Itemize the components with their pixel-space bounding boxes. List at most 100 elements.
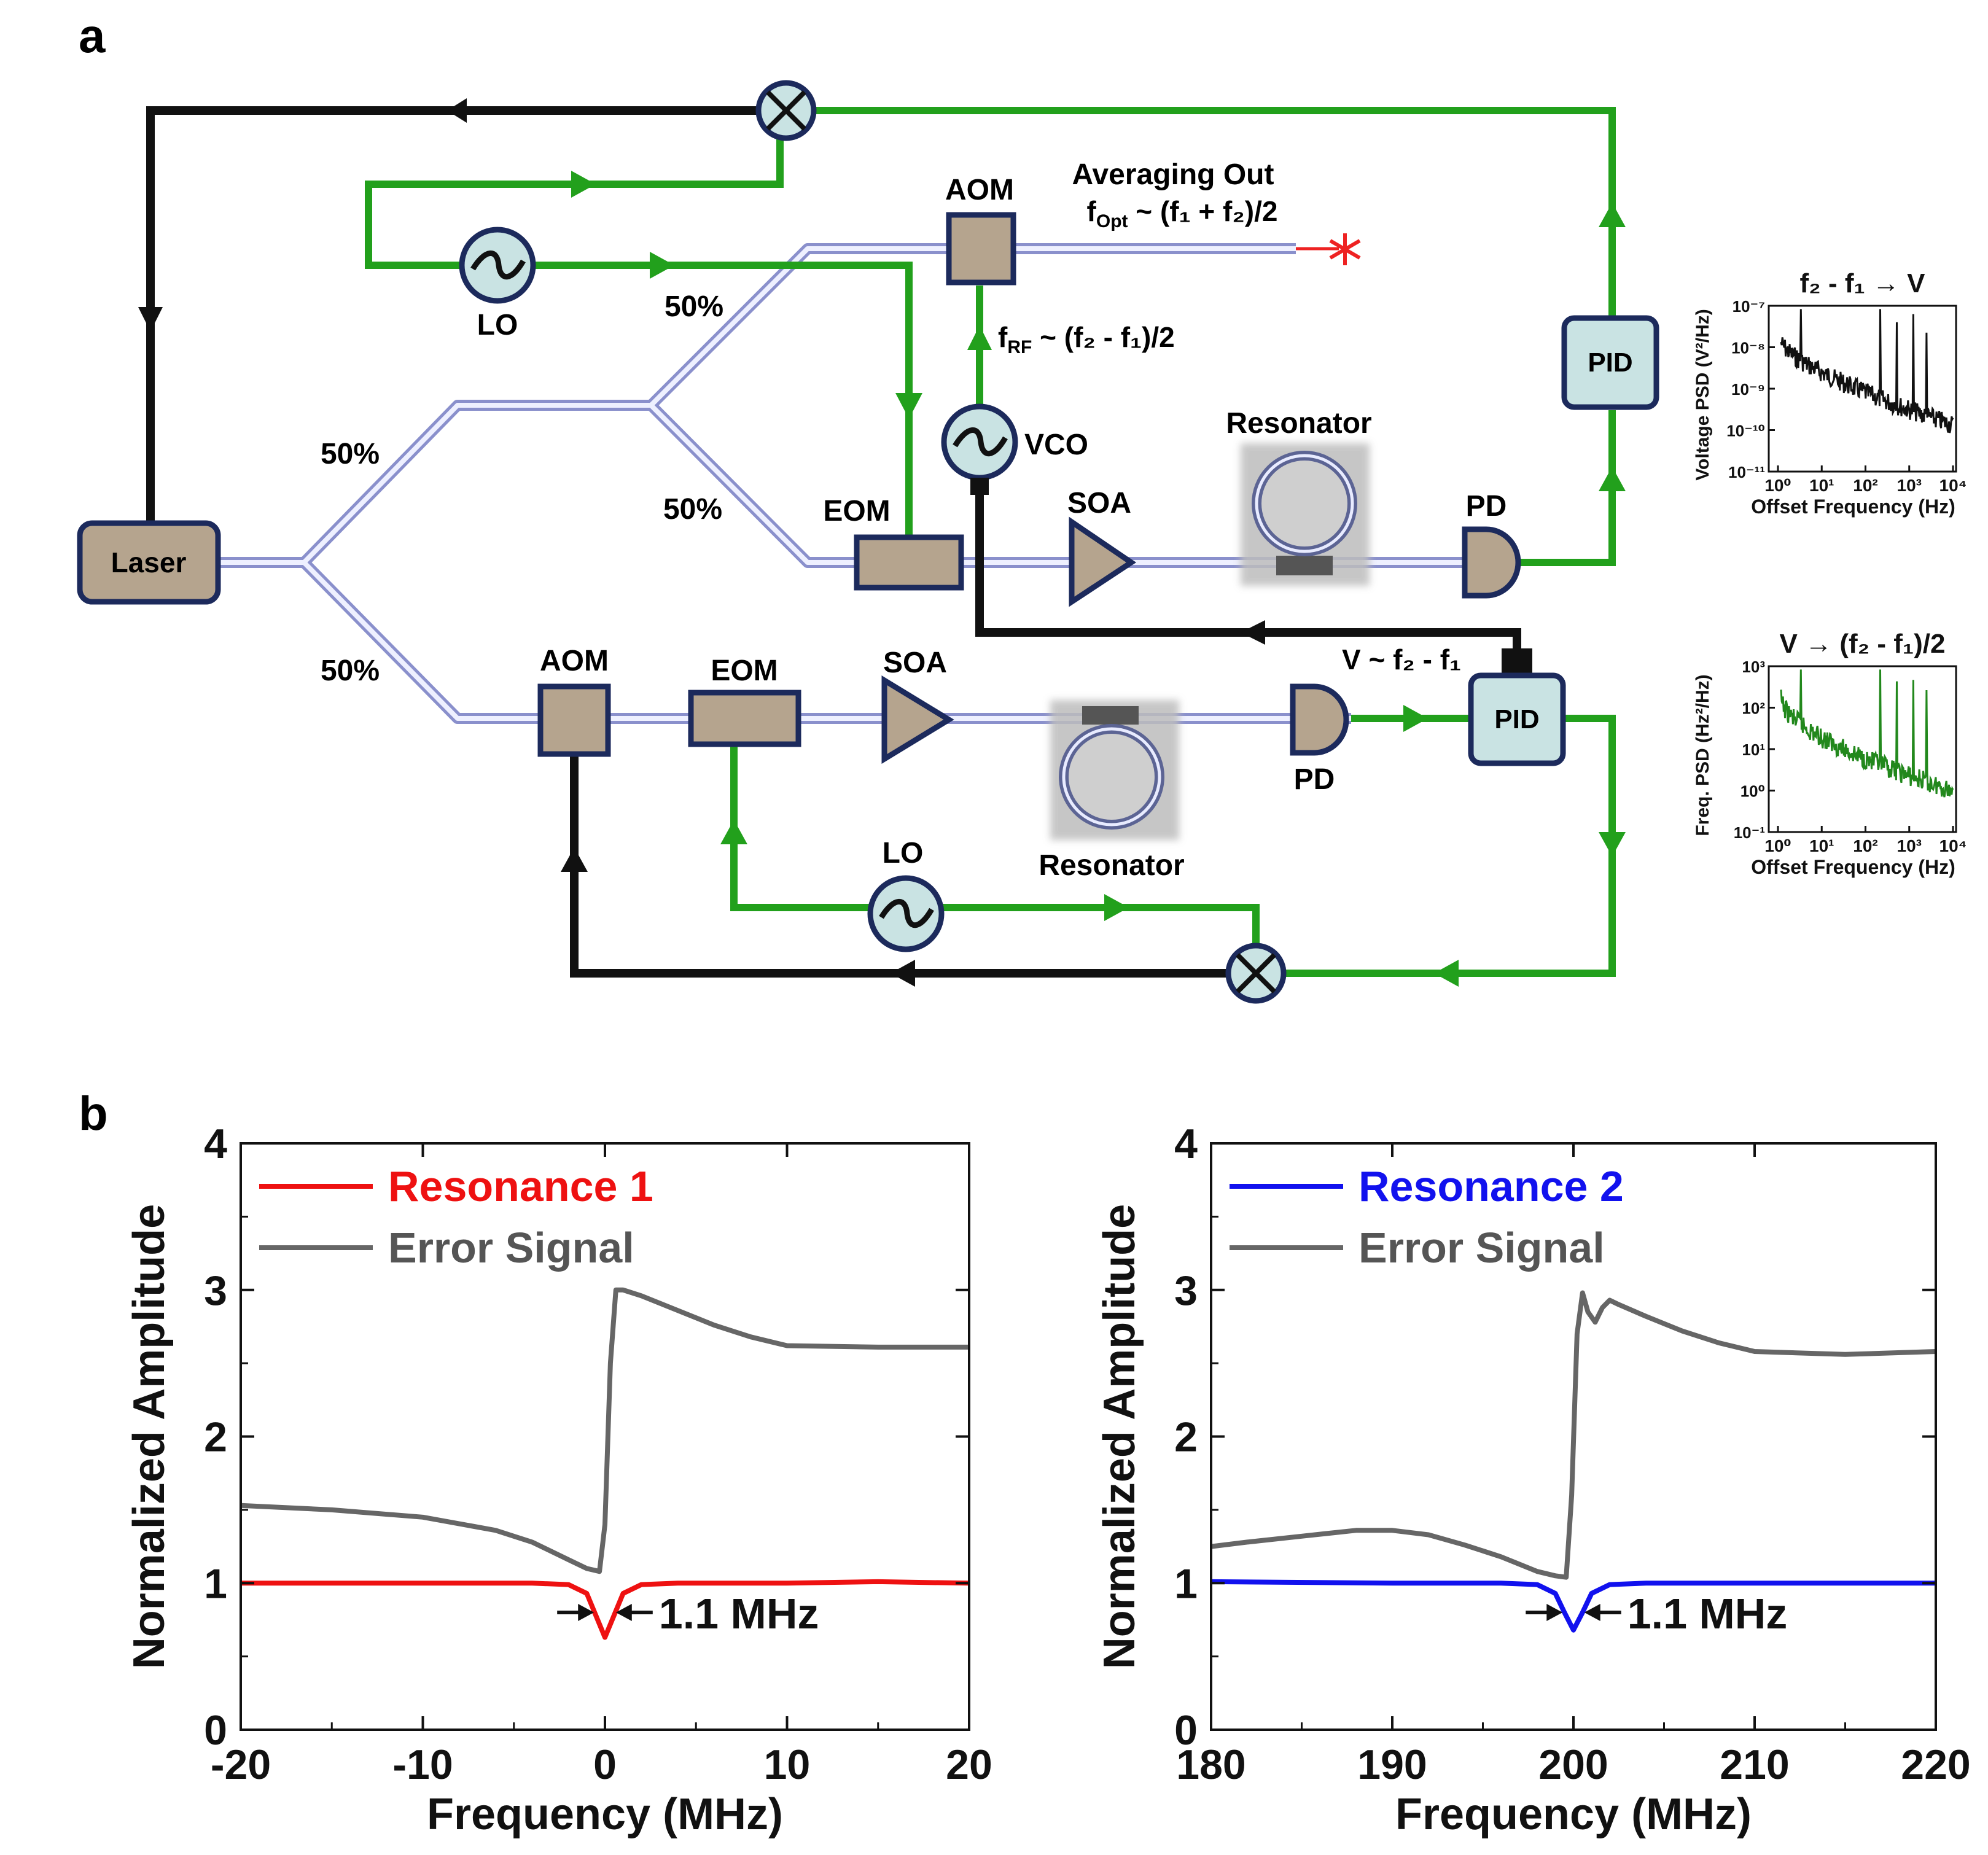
arrowheads bbox=[138, 98, 1626, 987]
psd-x-tick-label: 10⁰ bbox=[1764, 836, 1791, 855]
vco-label: VCO bbox=[1024, 429, 1088, 461]
x-tick-label: 20 bbox=[946, 1741, 992, 1788]
pid-bottom-label: PID bbox=[1494, 704, 1539, 734]
pid-top-label: PID bbox=[1588, 348, 1632, 378]
y-axis-label: Normalized Amplitude bbox=[1095, 1204, 1144, 1669]
psd-y-tick-label: 10⁻⁷ bbox=[1733, 297, 1765, 316]
psd-trace bbox=[1780, 309, 1954, 434]
pd-top-icon bbox=[1462, 526, 1521, 599]
panel-a-schematic: a bbox=[77, 9, 1967, 1004]
pid-bottom-box: PID bbox=[1468, 648, 1566, 766]
pd-top-label: PD bbox=[1466, 490, 1507, 523]
series-line-resonance-1 bbox=[241, 1579, 970, 1640]
laser-box: Laser bbox=[77, 520, 221, 605]
aom-bottom-label: AOM bbox=[540, 645, 609, 677]
laser-label: Laser bbox=[111, 546, 187, 578]
soa-top-icon bbox=[1069, 516, 1137, 607]
pd-bottom-icon bbox=[1290, 683, 1349, 756]
psd-x-tick-label: 10⁴ bbox=[1939, 836, 1967, 855]
split-label-upper: 50% bbox=[321, 438, 380, 470]
legend-label: Resonance 2 bbox=[1358, 1162, 1624, 1210]
y-tick-label: 4 bbox=[204, 1121, 227, 1167]
resonator-bottom bbox=[1050, 700, 1179, 840]
fwhm-annotation: 1.1 MHz bbox=[659, 1590, 819, 1638]
split-label-top-out: 50% bbox=[665, 290, 723, 323]
psd-y-label: Freq. PSD (Hz²/Hz) bbox=[1693, 674, 1713, 836]
pd-bottom-label: PD bbox=[1294, 763, 1335, 796]
psd-title: V → (f₂ - f₁)/2 bbox=[1780, 629, 1946, 659]
x-tick-label: 190 bbox=[1357, 1741, 1427, 1788]
v-relation-label: V ~ f₂ - f₁ bbox=[1342, 644, 1461, 675]
psd-insets: f₂ - f₁ → V 10⁻¹¹ 10⁻¹⁰ 10⁻⁹ 10⁻⁸ 10⁻⁷ 10⁰ 10¹ 1… bbox=[1693, 268, 1967, 878]
x-tick-label: 10 bbox=[764, 1741, 811, 1788]
psd-title: f₂ - f₁ → V bbox=[1800, 268, 1926, 298]
series-line-resonance-2 bbox=[1210, 1579, 1936, 1633]
soa-top-label: SOA bbox=[1067, 487, 1131, 519]
fiber-upper-branch bbox=[300, 400, 651, 567]
y-tick-label: 2 bbox=[204, 1414, 227, 1461]
psd-y-tick-label: 10⁻⁸ bbox=[1731, 339, 1765, 357]
split-label-top-mid: 50% bbox=[663, 493, 722, 526]
psd-y-tick-label: 10⁻¹¹ bbox=[1728, 463, 1765, 481]
psd-trace bbox=[1780, 669, 1954, 798]
eom-bottom-box bbox=[688, 690, 801, 747]
psd-x-tick-label: 10¹ bbox=[1809, 476, 1834, 495]
psd-x-tick-label: 10² bbox=[1853, 476, 1877, 495]
fwhm-arrowhead-left bbox=[578, 1604, 594, 1621]
lo-bottom-icon bbox=[867, 875, 945, 952]
psd-x-tick-label: 10³ bbox=[1897, 836, 1922, 855]
component-labels: LO LO AOM AOM EOM EOM SOA SOA VCO PD PD … bbox=[321, 158, 1507, 882]
panel-b-label: b bbox=[79, 1086, 108, 1140]
resonator-bottom-label: Resonator bbox=[1039, 849, 1184, 882]
psd-y-tick-label: 10⁻¹⁰ bbox=[1726, 422, 1765, 440]
fwhm-arrowhead-right bbox=[615, 1604, 632, 1621]
eom-bottom-label: EOM bbox=[711, 655, 778, 687]
x-axis-label: Frequency (MHz) bbox=[1395, 1790, 1752, 1839]
eom-top-label: EOM bbox=[823, 495, 890, 527]
lo-top-icon bbox=[459, 227, 536, 304]
y-tick-label: 0 bbox=[204, 1707, 227, 1754]
vco-icon bbox=[941, 403, 1018, 495]
eom-top-box bbox=[854, 534, 964, 591]
x-axis-label: Frequency (MHz) bbox=[427, 1790, 783, 1839]
psd-y-tick-label: 10¹ bbox=[1742, 741, 1765, 759]
y-tick-label: 1 bbox=[1174, 1560, 1198, 1607]
fwhm-annotation: 1.1 MHz bbox=[1627, 1590, 1788, 1638]
lo-top-label: LO bbox=[477, 309, 518, 341]
psd-y-tick-label: 10² bbox=[1742, 699, 1765, 718]
x-tick-label: -10 bbox=[392, 1741, 453, 1788]
y-tick-label: 4 bbox=[1174, 1121, 1198, 1167]
y-tick-label: 1 bbox=[204, 1560, 227, 1607]
psd-x-tick-label: 10³ bbox=[1897, 476, 1922, 495]
psd-y-tick-label: 10⁻¹ bbox=[1734, 823, 1765, 842]
resonator-top-label: Resonator bbox=[1226, 407, 1371, 440]
psd-x-label: Offset Frequency (Hz) bbox=[1751, 496, 1955, 518]
averaging-out-label: Averaging Out bbox=[1072, 158, 1274, 191]
lo-bottom-label: LO bbox=[883, 837, 924, 869]
psd-x-tick-label: 10¹ bbox=[1809, 836, 1834, 855]
aom-bottom-box bbox=[537, 683, 611, 757]
legend-label: Resonance 1 bbox=[388, 1162, 653, 1210]
x-tick-label: 210 bbox=[1720, 1741, 1789, 1788]
legend-label: Error Signal bbox=[1358, 1224, 1605, 1272]
psd-x-tick-label: 10⁴ bbox=[1939, 476, 1967, 495]
psd-x-label: Offset Frequency (Hz) bbox=[1751, 856, 1955, 878]
y-tick-label: 0 bbox=[1174, 1707, 1198, 1754]
y-tick-label: 3 bbox=[204, 1267, 227, 1314]
soa-bottom-icon bbox=[881, 675, 954, 764]
fwhm-arrowhead-right bbox=[1584, 1604, 1600, 1621]
legend-label: Error Signal bbox=[388, 1224, 634, 1272]
output-star-icon bbox=[1329, 233, 1361, 265]
x-tick-label: 220 bbox=[1901, 1741, 1970, 1788]
psd-y-tick-label: 10⁻⁹ bbox=[1731, 380, 1765, 399]
mixer-top-icon bbox=[755, 80, 817, 141]
resonator-top bbox=[1241, 443, 1370, 586]
y-tick-label: 3 bbox=[1174, 1267, 1198, 1314]
x-tick-label: 0 bbox=[593, 1741, 617, 1788]
f-opt-label: fOpt ~ (f₁ + f₂)/2 bbox=[1087, 195, 1278, 231]
split-label-lower: 50% bbox=[321, 655, 380, 687]
